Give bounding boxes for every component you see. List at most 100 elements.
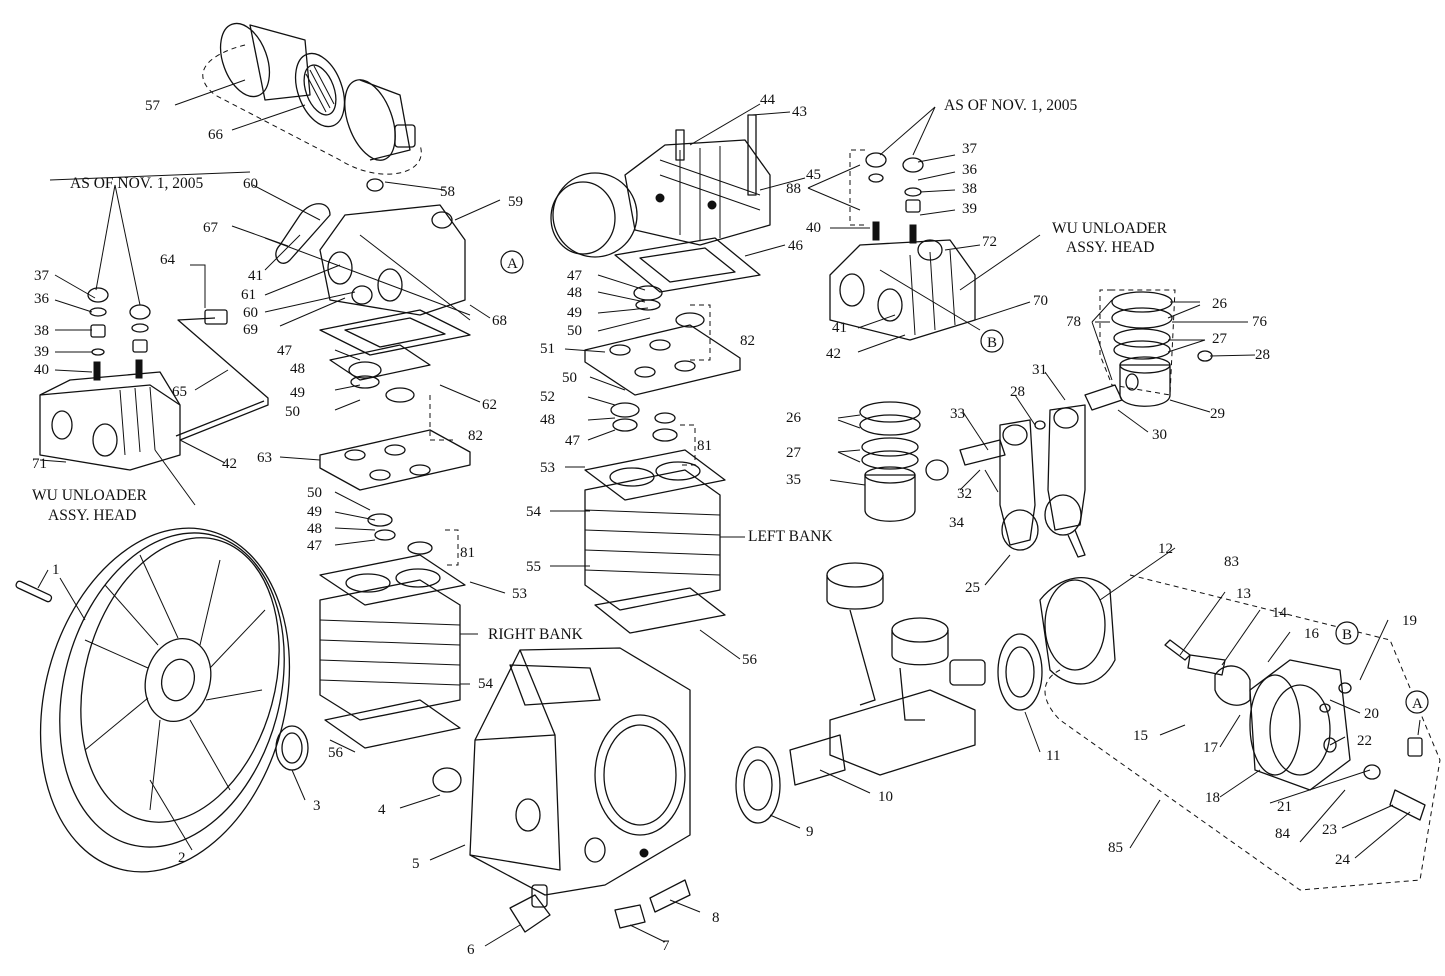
label-50-a: 50 [567, 323, 582, 339]
label-41-left: 41 [248, 268, 263, 284]
bearing-carrier [1039, 574, 1441, 891]
label-31: 31 [1032, 362, 1047, 378]
label-13: 13 [1236, 586, 1251, 602]
left-bank-head [550, 114, 771, 258]
label-12: 12 [1158, 541, 1173, 557]
left-bank-cylinder [584, 469, 726, 634]
label-33: 33 [950, 406, 965, 422]
flywheel [15, 527, 291, 873]
label-47-b: 47 [277, 343, 293, 359]
label-78: 78 [1066, 314, 1081, 330]
piston-assemblies [859, 291, 1213, 522]
label-39-right: 39 [962, 201, 977, 217]
label-11: 11 [1046, 748, 1060, 764]
label-18: 18 [1205, 790, 1220, 806]
label-50-c: 50 [562, 370, 577, 386]
label-3: 3 [313, 798, 321, 814]
label-38-right: 38 [962, 181, 977, 197]
label-6: 6 [467, 942, 475, 958]
label-83: 83 [1224, 554, 1239, 570]
label-67: 67 [203, 220, 219, 236]
label-23: 23 [1322, 822, 1337, 838]
label-15: 15 [1133, 728, 1148, 744]
label-88: 88 [786, 181, 801, 197]
label-61: 61 [241, 287, 256, 303]
label-50-d: 50 [307, 485, 322, 501]
group-brackets [429, 149, 1176, 566]
callout-a-top-text: A [507, 256, 518, 272]
leader-lines [37, 79, 1421, 947]
label-48-a: 48 [567, 285, 582, 301]
callout-b-right-text: B [1342, 627, 1352, 643]
callout-b-mid-text: B [987, 335, 997, 351]
label-37-left: 37 [34, 268, 50, 284]
label-52: 52 [540, 389, 555, 405]
label-81-a: 81 [697, 438, 712, 454]
label-76: 76 [1252, 314, 1268, 330]
label-81-b: 81 [460, 545, 475, 561]
note-wu-right-2: ASSY. HEAD [1066, 239, 1154, 256]
label-71: 71 [32, 456, 47, 472]
label-48-c: 48 [540, 412, 555, 428]
label-82-b: 82 [468, 428, 483, 444]
label-49-c: 49 [307, 504, 322, 520]
label-14: 14 [1272, 605, 1288, 621]
label-1: 1 [52, 562, 60, 578]
notes: AS OF NOV. 1, 2005 AS OF NOV. 1, 2005 WU… [32, 97, 1168, 643]
label-47-c: 47 [565, 433, 581, 449]
label-27-left: 27 [786, 445, 802, 461]
label-2: 2 [178, 850, 186, 866]
label-58: 58 [440, 184, 455, 200]
label-10: 10 [878, 789, 893, 805]
label-4: 4 [378, 802, 386, 818]
label-48-d: 48 [307, 521, 322, 537]
callout-b-right [1335, 621, 1359, 645]
label-62: 62 [482, 397, 497, 413]
label-48-b: 48 [290, 361, 305, 377]
label-53-a: 53 [540, 460, 555, 476]
label-7: 7 [662, 938, 670, 954]
label-35: 35 [786, 472, 801, 488]
label-63: 63 [257, 450, 272, 466]
label-85: 85 [1108, 840, 1123, 856]
label-32: 32 [957, 486, 972, 502]
right-bank-plates [319, 309, 471, 606]
label-30: 30 [1152, 427, 1167, 443]
label-25: 25 [965, 580, 980, 596]
label-57: 57 [145, 98, 161, 114]
note-wu-right-1: WU UNLOADER [1052, 220, 1168, 237]
label-28-right: 28 [1255, 347, 1270, 363]
label-70: 70 [1033, 293, 1048, 309]
label-44: 44 [760, 92, 776, 108]
crankshaft-assembly [789, 562, 986, 786]
label-19: 19 [1402, 613, 1417, 629]
label-43: 43 [792, 104, 807, 120]
label-26-right: 26 [1212, 296, 1228, 312]
label-66: 66 [208, 127, 224, 143]
label-5: 5 [412, 856, 420, 872]
note-wu-left-1: WU UNLOADER [32, 487, 148, 504]
label-55: 55 [526, 559, 541, 575]
label-82-a: 82 [740, 333, 755, 349]
right-bank-cylinder [319, 579, 461, 749]
callout-a-right-text: A [1412, 696, 1423, 712]
callout-b-mid [980, 329, 1004, 353]
left-bank-plates [584, 237, 761, 501]
label-20: 20 [1364, 706, 1379, 722]
label-41-right: 41 [832, 320, 847, 336]
label-24: 24 [1335, 852, 1351, 868]
label-53-b: 53 [512, 586, 527, 602]
connecting-rods [999, 404, 1086, 558]
label-56-b: 56 [328, 745, 344, 761]
label-47-d: 47 [307, 538, 323, 554]
callout-a-right [1405, 690, 1429, 714]
label-42-left: 42 [222, 456, 237, 472]
label-27-right: 27 [1212, 331, 1228, 347]
note-as-of-right: AS OF NOV. 1, 2005 [944, 97, 1077, 114]
note-as-of-left: AS OF NOV. 1, 2005 [70, 175, 203, 192]
label-49-b: 49 [290, 385, 305, 401]
upper-left-head [275, 178, 471, 321]
label-50-b: 50 [285, 404, 300, 420]
label-49-a: 49 [567, 305, 582, 321]
